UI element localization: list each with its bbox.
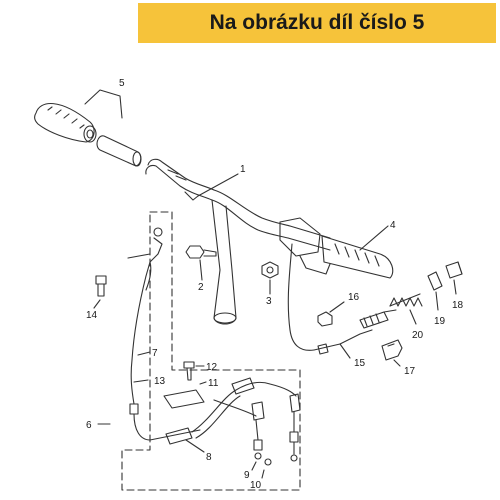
part-4-throttle-grip[interactable]: [279, 217, 394, 279]
callout-15: 15: [354, 358, 366, 369]
callout-18: 18: [452, 300, 464, 311]
part-10-cable-end[interactable]: [264, 431, 299, 466]
part-7-cable[interactable]: [129, 227, 163, 441]
leader-14: [93, 299, 101, 309]
callout-12: 12: [206, 362, 218, 373]
leader-19: [435, 291, 439, 311]
part-5-right-grip-sleeve[interactable]: [96, 135, 142, 167]
leader-2: [199, 259, 203, 281]
callout-11: 11: [208, 378, 219, 389]
part-14-screw[interactable]: [95, 275, 107, 297]
leader-7: [137, 351, 151, 356]
callout-5: 5: [119, 78, 125, 89]
callout-10: 10: [250, 480, 262, 491]
part-8-splitter[interactable]: [149, 377, 301, 445]
part-19-cap[interactable]: [427, 271, 443, 291]
leader-4: [359, 225, 389, 251]
part-number-banner: Na obrázku díl číslo 5: [138, 3, 496, 43]
part-15-throttle-cable[interactable]: [287, 243, 397, 355]
assembly-boundary-6: [121, 211, 301, 491]
callout-6: 6: [86, 420, 92, 431]
callout-2: 2: [198, 282, 204, 293]
callout-1: 1: [240, 164, 246, 175]
part-1-handlebar[interactable]: [145, 158, 331, 325]
leader-9: [251, 461, 257, 471]
part-2-bolt[interactable]: [185, 245, 217, 259]
leader-5: [84, 89, 123, 119]
callout-19: 19: [434, 316, 446, 327]
part-20-spring[interactable]: [389, 293, 423, 307]
part-9-cable-end[interactable]: [253, 439, 263, 460]
leader-18: [453, 279, 457, 295]
part-11-plate[interactable]: [163, 389, 205, 409]
part-3-nut[interactable]: [261, 261, 279, 279]
leader-17: [393, 359, 401, 367]
callout-7: 7: [152, 348, 158, 359]
callout-3: 3: [266, 296, 272, 307]
leader-8: [185, 439, 205, 453]
leader-13: [133, 379, 149, 383]
leader-14b: [127, 253, 151, 259]
callout-20: 20: [412, 330, 424, 341]
part-12-bolt[interactable]: [183, 361, 195, 381]
banner-text: Na obrázku díl číslo 5: [209, 11, 425, 34]
leader-1: [197, 173, 239, 197]
leader-15: [339, 343, 351, 359]
leader-16: [329, 301, 345, 313]
part-18-end-cap[interactable]: [445, 261, 463, 279]
callout-9: 9: [244, 470, 250, 481]
leader-20: [409, 309, 417, 325]
part-5-left-grip[interactable]: [34, 102, 97, 143]
leader-10: [261, 469, 265, 479]
callout-16: 16: [348, 292, 360, 303]
part-17-bracket[interactable]: [381, 339, 403, 361]
callout-8: 8: [206, 452, 212, 463]
part-16-clip[interactable]: [317, 311, 333, 327]
leader-11: [199, 381, 207, 385]
callout-13: 13: [154, 376, 166, 387]
callout-4: 4: [390, 220, 396, 231]
callout-17: 17: [404, 366, 416, 377]
callout-14: 14: [86, 310, 98, 321]
